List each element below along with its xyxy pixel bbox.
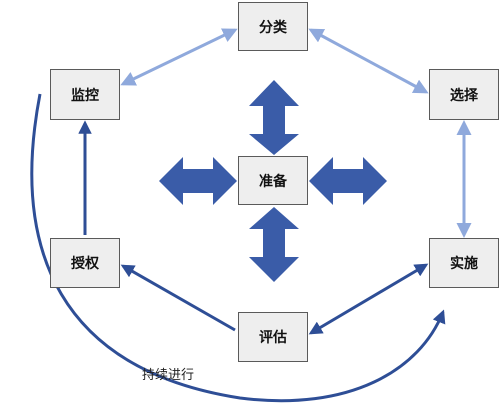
node-implement: 实施 <box>429 238 499 288</box>
connector-implement-assess <box>308 263 429 335</box>
connector-assess-authorize <box>120 264 236 332</box>
block-arrow-left <box>159 157 237 205</box>
node-select: 选择 <box>429 69 499 120</box>
continuous-cycle-curve <box>30 93 446 403</box>
connector-monitor-classify <box>120 28 238 86</box>
node-prepare: 准备 <box>238 156 308 205</box>
node-classify: 分类 <box>238 2 308 51</box>
node-monitor: 监控 <box>50 69 120 120</box>
block-arrow-right <box>309 157 387 205</box>
connector-classify-select <box>308 28 429 94</box>
node-assess: 评估 <box>238 312 308 362</box>
node-authorize: 授权 <box>50 238 120 288</box>
cycle-label: 持续进行 <box>142 368 195 383</box>
block-arrow-down <box>249 207 299 282</box>
block-arrow-up <box>249 80 299 155</box>
